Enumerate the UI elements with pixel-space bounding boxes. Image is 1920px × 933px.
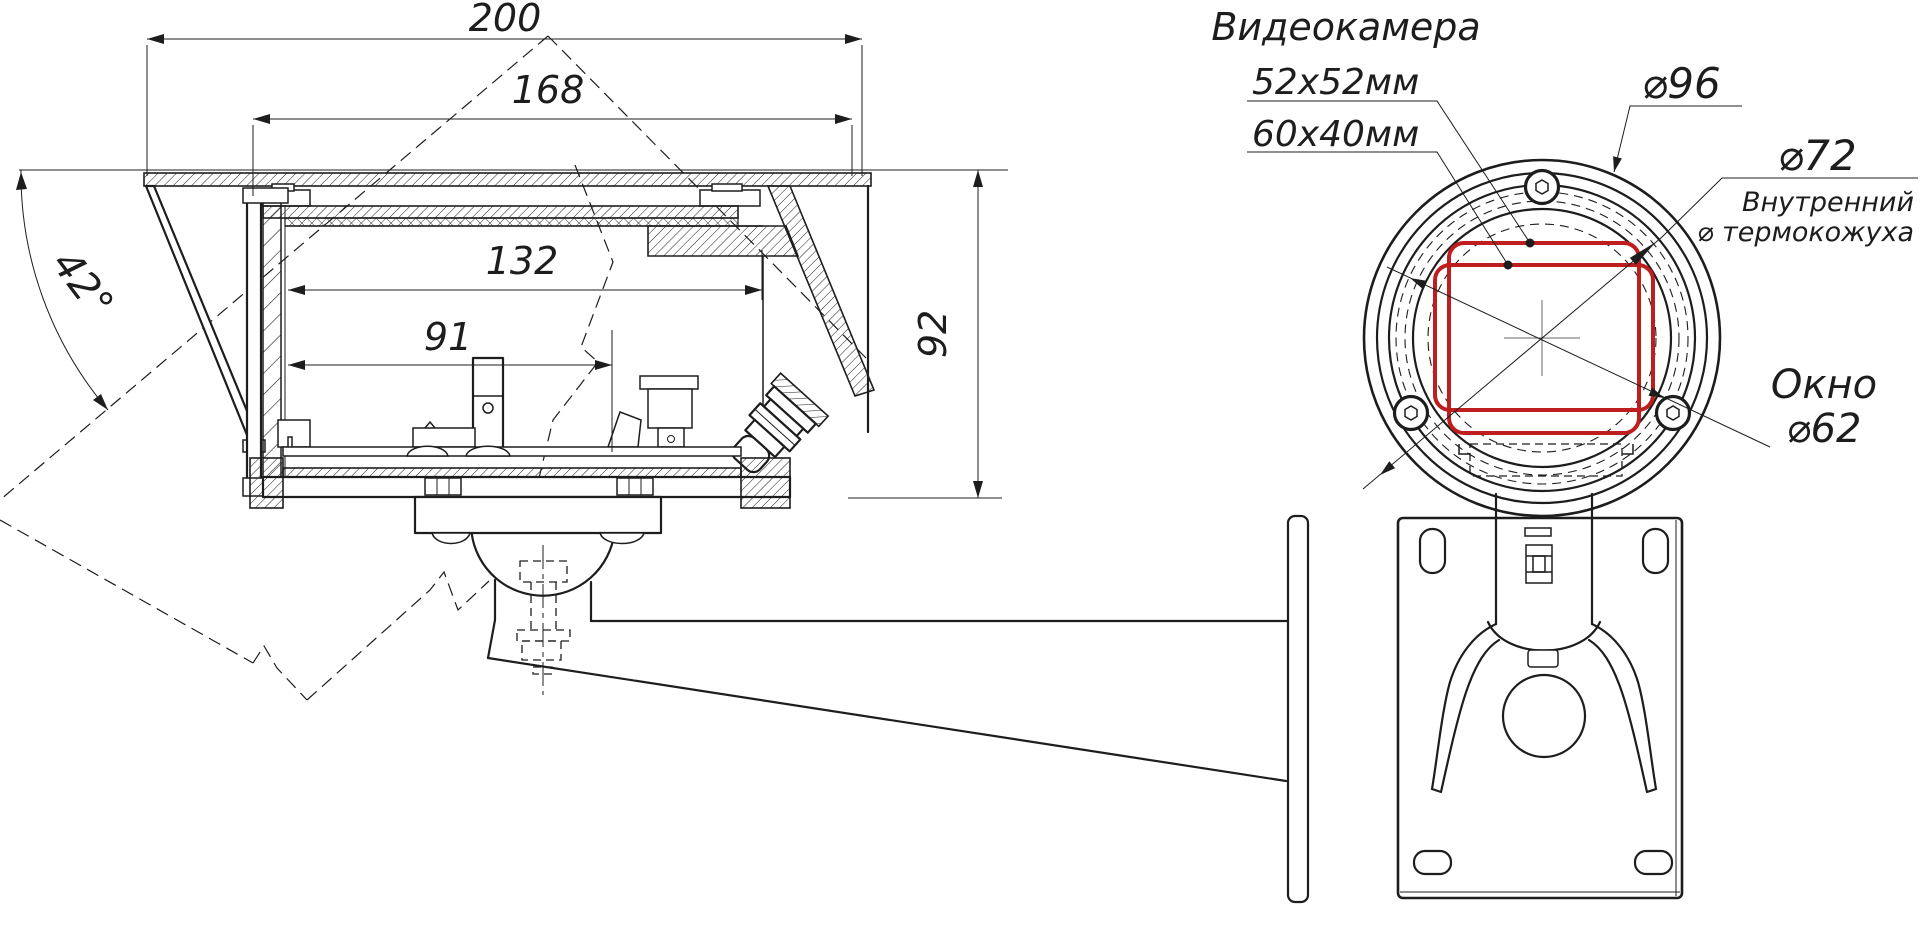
angle-arc bbox=[20, 169, 109, 411]
mounting-rail bbox=[282, 446, 742, 457]
front-glass bbox=[242, 187, 289, 497]
ball-clamp bbox=[413, 495, 663, 535]
dimensions: 200 168 132 91 92 42° bbox=[16, 0, 1002, 499]
camera-size-overlays bbox=[1433, 241, 1655, 435]
front-view: Видеокамера 52x52мм 60x40мм ⌀96 ⌀72 Внут… bbox=[1211, 5, 1918, 900]
bracket-arm-side bbox=[486, 514, 1310, 904]
wall-plate-side bbox=[1286, 514, 1310, 904]
bolt-top bbox=[1523, 168, 1561, 206]
hidden-pivot-bolt bbox=[516, 545, 571, 695]
housing-bottom bbox=[249, 445, 792, 509]
dim-132: 132 bbox=[486, 239, 559, 283]
label-window: Окно bbox=[1771, 362, 1877, 408]
bottom-bolts bbox=[424, 477, 654, 496]
dim-92: 92 bbox=[911, 310, 955, 358]
fork-arms bbox=[1430, 620, 1658, 794]
dim-200: 200 bbox=[469, 0, 542, 40]
label-inner-note-2: ⌀ термокожуха bbox=[1697, 217, 1914, 248]
dim-168: 168 bbox=[512, 68, 585, 112]
label-size-60x40: 60x40мм bbox=[1252, 114, 1419, 155]
mounting-slots bbox=[1412, 527, 1674, 876]
label-d62: ⌀62 bbox=[1787, 406, 1862, 452]
wall-bracket-front bbox=[1396, 492, 1684, 900]
inner-bore-d72 bbox=[1411, 207, 1673, 469]
label-camera-title: Видеокамера bbox=[1211, 5, 1480, 49]
dim-91: 91 bbox=[424, 315, 472, 359]
camera-sled-base bbox=[412, 427, 476, 448]
window-d62 bbox=[1427, 223, 1657, 453]
bolt-lower-left bbox=[1392, 394, 1430, 432]
label-size-52x52: 52x52мм bbox=[1252, 62, 1419, 103]
front-bracket bbox=[277, 419, 311, 448]
camera-60x40-outline bbox=[1433, 263, 1655, 412]
label-inner-note-1: Внутренний bbox=[1742, 187, 1914, 218]
connector-block bbox=[639, 375, 699, 390]
bottom-slot bbox=[1458, 443, 1634, 477]
fork-ball bbox=[1501, 673, 1587, 759]
side-section-view: 200 168 132 91 92 42° bbox=[0, 0, 1310, 904]
camera-52x52-outline bbox=[1447, 241, 1641, 435]
outer-rim-d96 bbox=[1362, 158, 1722, 518]
ball-joint bbox=[413, 495, 663, 695]
label-d96: ⌀96 bbox=[1642, 59, 1721, 108]
sun-shield bbox=[143, 172, 872, 187]
adjust-screw bbox=[1525, 544, 1553, 584]
label-d72: ⌀72 bbox=[1778, 131, 1857, 180]
wall-plate-front bbox=[1396, 516, 1684, 900]
callouts: Видеокамера 52x52мм 60x40мм ⌀96 ⌀72 Внут… bbox=[1211, 5, 1918, 490]
